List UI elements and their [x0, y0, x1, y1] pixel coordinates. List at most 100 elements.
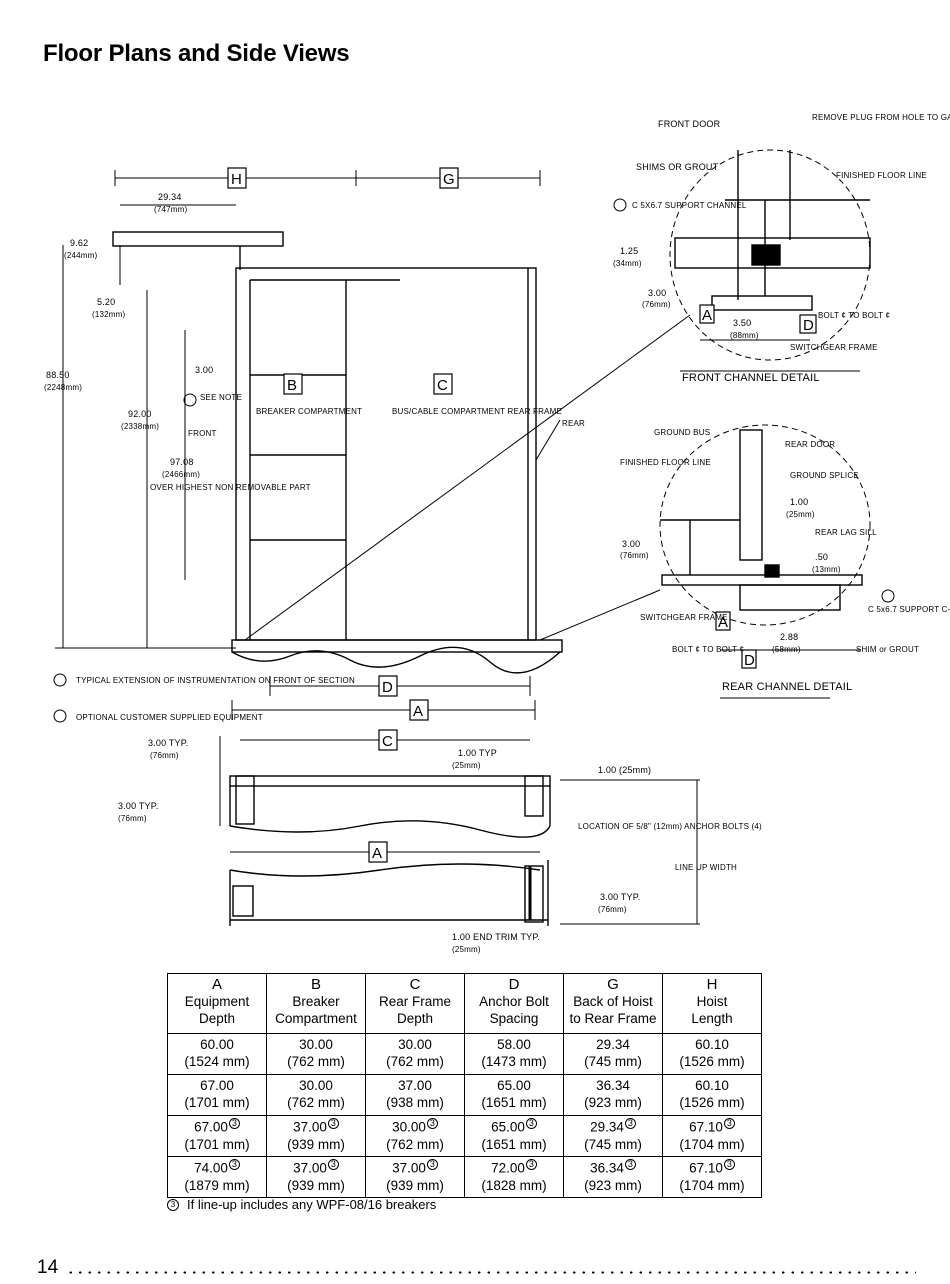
label-ground-splice: GROUND SPLICE [790, 471, 859, 480]
dim-97-08-mm: (2466mm) [162, 470, 200, 479]
dim-3-00-front: 3.00 [648, 288, 666, 298]
label-rear-lag-sill: REAR LAG SILL [815, 528, 877, 537]
note-1-text: TYPICAL EXTENSION OF INSTRUMENTATION ON … [76, 676, 355, 685]
table-cell: 60.00(1524 mm) [167, 1033, 267, 1075]
page-title: Floor Plans and Side Views [43, 40, 350, 67]
dim-29-34: 29.34 [158, 192, 182, 202]
dim-2-88: 2.88 [780, 632, 798, 642]
breaker-letter: B [287, 377, 297, 394]
table-cell: 60.10(1526 mm) [662, 1033, 762, 1075]
footnote-ref: 3 [525, 1159, 537, 1170]
dim-3-00-typ-right: 3.00 TYP. [600, 892, 641, 902]
front-detail-d-letter: D [803, 317, 814, 334]
depth-letter: A [413, 703, 423, 720]
label-finished-floor-rear: FINISHED FLOOR LINE [620, 458, 711, 467]
table-cell: 67.00(1701 mm) [167, 1074, 267, 1116]
dim-0-50: .50 [815, 552, 828, 562]
rear-distance-letter: G [443, 171, 455, 188]
dim-3-00-typ-top: 3.00 TYP. [148, 738, 189, 748]
label-breaker-compartment: BREAKER COMPARTMENT [256, 407, 362, 416]
rear-frame-letter: C [437, 377, 448, 394]
dim-3-00-front-mm: (76mm) [642, 300, 671, 309]
page-number: 14 [37, 1257, 59, 1278]
front-detail-a-letter: A [702, 307, 712, 324]
footnote-ref: 3 [723, 1118, 735, 1129]
label-ground-bus: GROUND BUS [654, 428, 710, 437]
label-end-trim: 1.00 END TRIM TYP. [452, 932, 540, 942]
dim-2-88-mm: (58mm) [772, 645, 801, 654]
table-cell: 30.00(762 mm) [365, 1033, 465, 1075]
dim-88-50: 88.50 [46, 370, 70, 380]
dim-9-62-mm: (244mm) [64, 251, 98, 260]
label-shim-grout: SHIM or GROUT [856, 645, 919, 654]
footnote-ref: 3 [228, 1159, 240, 1170]
label-see-note: SEE NOTE [200, 393, 242, 402]
rear-detail-d-letter: D [744, 652, 755, 669]
dim-88-50-mm: (2248mm) [44, 383, 82, 392]
table-cell: 29.34(745 mm) [563, 1033, 663, 1075]
footnote-ref: 3 [426, 1159, 438, 1170]
rear-detail-a-letter: A [718, 614, 728, 631]
footnote-ref: 3 [426, 1118, 438, 1129]
dim-1-00-right: 1.00 (25mm) [598, 765, 651, 775]
table-cell: 36.34(923 mm) [563, 1074, 663, 1116]
table-cell: 30.00(762 mm) [266, 1033, 366, 1075]
label-bolt-to-bolt-front: BOLT ¢ TO BOLT ¢ [818, 311, 890, 320]
dim-3-00-rear-mm: (76mm) [620, 551, 649, 560]
dim-97-08: 97.08 [170, 457, 194, 467]
anchor-letter: D [382, 679, 393, 696]
table-row: 67.00(1701 mm)30.00(762 mm)37.00(938 mm)… [167, 1074, 762, 1116]
label-rear-door: REAR DOOR [785, 440, 835, 449]
dim-3-00-typ-left: 3.00 TYP. [118, 801, 159, 811]
footnote-ref: 3 [624, 1118, 636, 1129]
dim-5-20-mm: (132mm) [92, 310, 126, 319]
dim-92-00: 92.00 [128, 409, 152, 419]
label-switchgear-frame-rear: SWITCHGEAR FRAME [640, 613, 728, 622]
dim-1-25: 1.25 [620, 246, 638, 256]
dim-3-00-typ-top-mm: (76mm) [150, 751, 179, 760]
hoist-length-letter: H [231, 171, 242, 188]
dim-3-00-typ-right-mm: (76mm) [598, 905, 627, 914]
label-end-trim-mm: (25mm) [452, 945, 481, 954]
rear-channel-detail-title: REAR CHANNEL DETAIL [722, 681, 852, 693]
label-line-up-width: LINE UP WIDTH [675, 863, 737, 872]
dim-3-50: 3.50 [733, 318, 751, 328]
dim-1-25-mm: (34mm) [613, 259, 642, 268]
dim-9-62: 9.62 [70, 238, 88, 248]
label-c-channel: C 5X6.7 SUPPORT CHANNEL [632, 201, 747, 210]
label-shims: SHIMS OR GROUT [636, 162, 719, 172]
footnote-ref: 3 [327, 1159, 339, 1170]
table-cell: 58.00(1473 mm) [464, 1033, 564, 1075]
dim-29-34-mm: (747mm) [154, 205, 188, 214]
dim-3-50-mm: (88mm) [730, 331, 759, 340]
label-c-channel-rear: C 5x6.7 SUPPORT C-ANNE [868, 605, 950, 614]
note-2-text: OPTIONAL CUSTOMER SUPPLIED EQUIPMENT [76, 713, 263, 722]
dim-3-00-typ-left-mm: (76mm) [118, 814, 147, 823]
dim-1-00-typ-mm: (25mm) [452, 761, 481, 770]
label-bolt-to-bolt-rear: BOLT ¢ TO BOLT ¢ [672, 645, 744, 654]
label-front: FRONT [188, 429, 217, 438]
table-cell: 65.00(1651 mm) [464, 1074, 564, 1116]
dim-1-00-typ: 1.00 TYP [458, 748, 497, 758]
floor-plan-drawing: H G B C D A C A D A A D FRONT DOOR REMOV… [44, 113, 950, 954]
footnote-ref: 3 [228, 1118, 240, 1129]
